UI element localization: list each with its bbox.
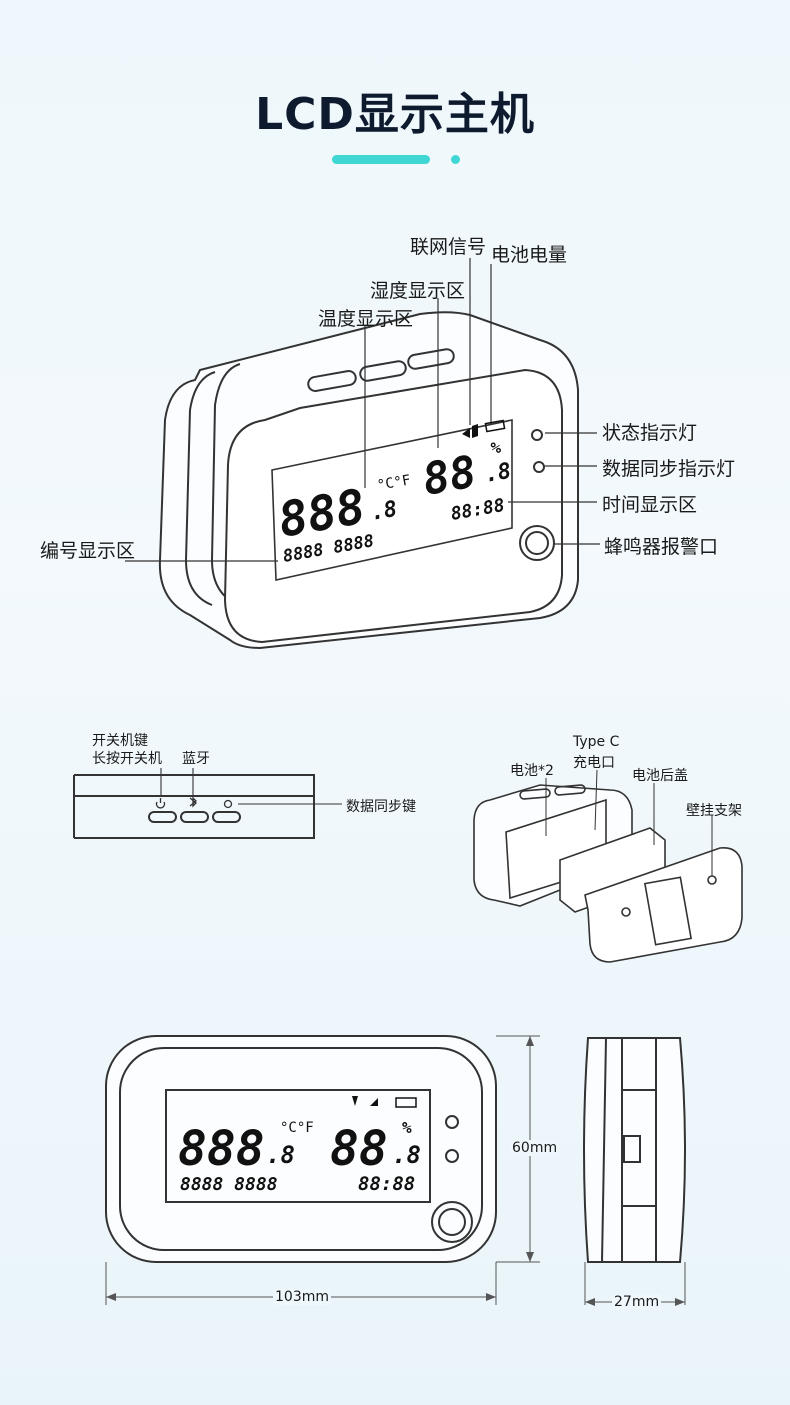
main-lcd-hum-unit: % bbox=[489, 437, 502, 457]
top-view-icons bbox=[155, 796, 197, 809]
signal-icon bbox=[462, 424, 478, 438]
main-lcd-hum-decimal: .8 bbox=[483, 459, 513, 488]
dimension-depth: 27mm bbox=[612, 1294, 662, 1310]
front-lcd-hum: 88 bbox=[330, 1121, 388, 1177]
title-accent-dot bbox=[451, 155, 460, 164]
front-lcd-time: 88:88 bbox=[358, 1173, 415, 1195]
front-lcd-temp-decimal: .8 bbox=[266, 1141, 295, 1169]
signal-icon bbox=[370, 1098, 378, 1106]
label-buzzer: 蜂鸣器报警口 bbox=[604, 536, 719, 558]
main-lcd-icons bbox=[462, 419, 506, 438]
main-lcd-temp-unit: °C°F bbox=[376, 472, 412, 494]
label-battery-cover: 电池后盖 bbox=[632, 768, 688, 784]
front-lcd-hum-decimal: .8 bbox=[392, 1141, 421, 1169]
label-id-area: 编号显示区 bbox=[40, 540, 136, 562]
battery-icon bbox=[395, 1097, 417, 1108]
main-callout-lines bbox=[125, 258, 600, 562]
label-batteries: 电池*2 bbox=[510, 763, 554, 779]
label-long-press: 长按开关机 bbox=[92, 751, 162, 767]
dimension-arrows bbox=[106, 1036, 685, 1306]
label-time-area: 时间显示区 bbox=[602, 494, 698, 516]
label-humidity-area: 湿度显示区 bbox=[370, 280, 466, 302]
main-lcd-temp-decimal: .8 bbox=[369, 497, 399, 526]
front-view-illustration bbox=[105, 1035, 497, 1263]
label-network-signal: 联网信号 bbox=[410, 236, 487, 258]
front-lcd-id: 8888 8888 bbox=[180, 1174, 278, 1195]
label-temperature-area: 温度显示区 bbox=[318, 308, 414, 330]
battery-icon bbox=[484, 419, 506, 433]
label-status-light: 状态指示灯 bbox=[602, 422, 698, 444]
page-title: LCD显示主机 bbox=[255, 89, 535, 140]
power-icon bbox=[155, 798, 166, 809]
label-battery-level: 电池电量 bbox=[491, 244, 568, 266]
label-charge-port: 充电口 bbox=[573, 755, 615, 771]
title-accent-bar bbox=[332, 155, 430, 164]
label-power-key: 开关机键 bbox=[92, 733, 148, 749]
label-sync-key: 数据同步键 bbox=[346, 799, 416, 815]
main-lcd-hum: 88 bbox=[419, 446, 480, 505]
dimension-height: 60mm bbox=[510, 1140, 560, 1156]
label-bluetooth: 蓝牙 bbox=[182, 751, 210, 767]
front-lcd: 888 .8 °C°F 88 .8 % 88:88 8888 8888 bbox=[178, 1118, 421, 1195]
exploded-view-illustration bbox=[473, 784, 743, 963]
exploded-view-lines bbox=[545, 769, 713, 876]
side-view-illustration bbox=[583, 1037, 686, 1263]
top-view-illustration bbox=[73, 774, 315, 839]
main-device-illustration bbox=[158, 311, 579, 650]
label-type-c: Type C bbox=[573, 734, 620, 750]
alarm-icon bbox=[352, 1096, 358, 1106]
front-lcd-temp-unit: °C°F bbox=[280, 1120, 314, 1136]
front-lcd-temp: 888 bbox=[178, 1121, 265, 1177]
dimension-width: 103mm bbox=[273, 1289, 331, 1305]
label-wall-bracket: 壁挂支架 bbox=[686, 803, 742, 819]
label-sync-light: 数据同步指示灯 bbox=[602, 458, 736, 480]
front-lcd-icons bbox=[352, 1096, 417, 1108]
top-view-lines bbox=[160, 768, 342, 805]
front-lcd-hum-unit: % bbox=[402, 1118, 412, 1137]
bluetooth-icon bbox=[189, 796, 197, 808]
